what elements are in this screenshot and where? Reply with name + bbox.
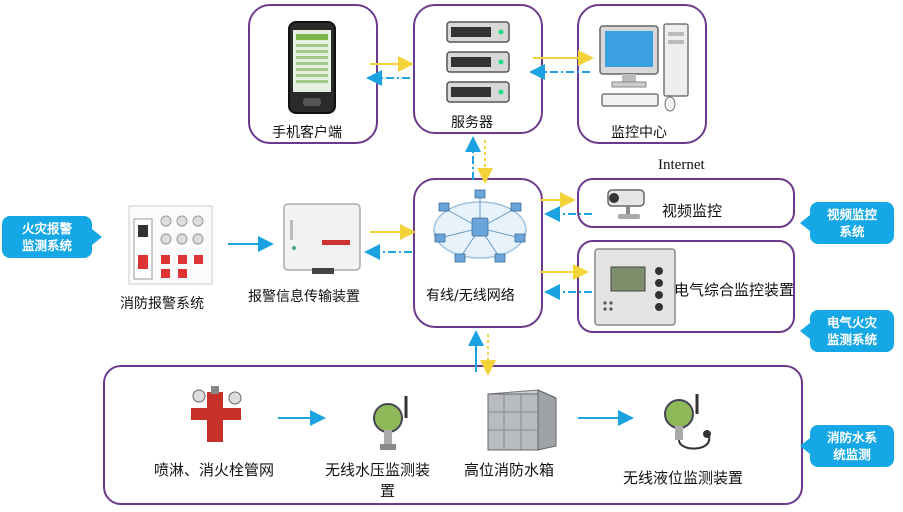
sprinkler-valve-icon [191,386,242,442]
camera-icon [607,189,645,219]
pressure-sensor-icon [373,396,408,450]
internet-label: Internet [658,157,705,173]
tag-line: 视频监控 [826,207,877,222]
tag-line: 监测系统 [21,238,72,253]
fire-alarm-monitoring-tag: 火灾报警 监测系统 [2,216,102,258]
fire-alarm-system-label: 消防报警系统 [120,296,204,312]
tag-line: 电气火灾 [826,315,877,330]
electrical-monitor-label: 电气综合监控装置 [674,281,795,299]
water-tank-label: 高位消防水箱 [464,461,555,479]
fire-alarm-panel-icon [128,205,213,285]
server-label: 服务器 [451,115,493,131]
tag-line: 监测系统 [826,332,877,347]
mobile-client-label: 手机客户端 [272,125,342,141]
fire-water-monitoring-tag: 消防水系 统监测 [800,425,894,467]
electrical-monitor-device-icon [594,248,676,326]
tag-line: 消防水系 [826,430,877,445]
tag-line: 火灾报警 [21,221,72,236]
mobile-phone-icon [288,21,336,114]
water-tank-icon [487,389,557,451]
electrical-fire-monitoring-tag: 电气火灾 监测系统 [800,310,894,352]
level-sensor-icon [664,394,711,450]
sprinkler-network-label: 喷淋、消火栓管网 [154,461,275,479]
pressure-monitor-label-line2: 置 [380,482,396,500]
pressure-monitor-label-line1: 无线水压监测装 [325,461,431,479]
computer-icon [599,23,689,112]
tag-line: 统监测 [833,447,871,462]
video-monitoring-label: 视频监控 [662,202,723,220]
tag-line: 系统 [839,224,865,239]
alarm-transmission-label: 报警信息传输装置 [248,289,360,305]
transmission-device-icon [283,203,361,274]
level-monitor-label: 无线液位监测装置 [623,469,744,487]
video-monitoring-system-tag: 视频监控 系统 [800,202,894,244]
monitoring-center-label: 监控中心 [611,125,667,141]
network-label: 有线/无线网络 [426,288,515,304]
network-cloud-icon [433,189,527,263]
server-icon [446,21,510,103]
